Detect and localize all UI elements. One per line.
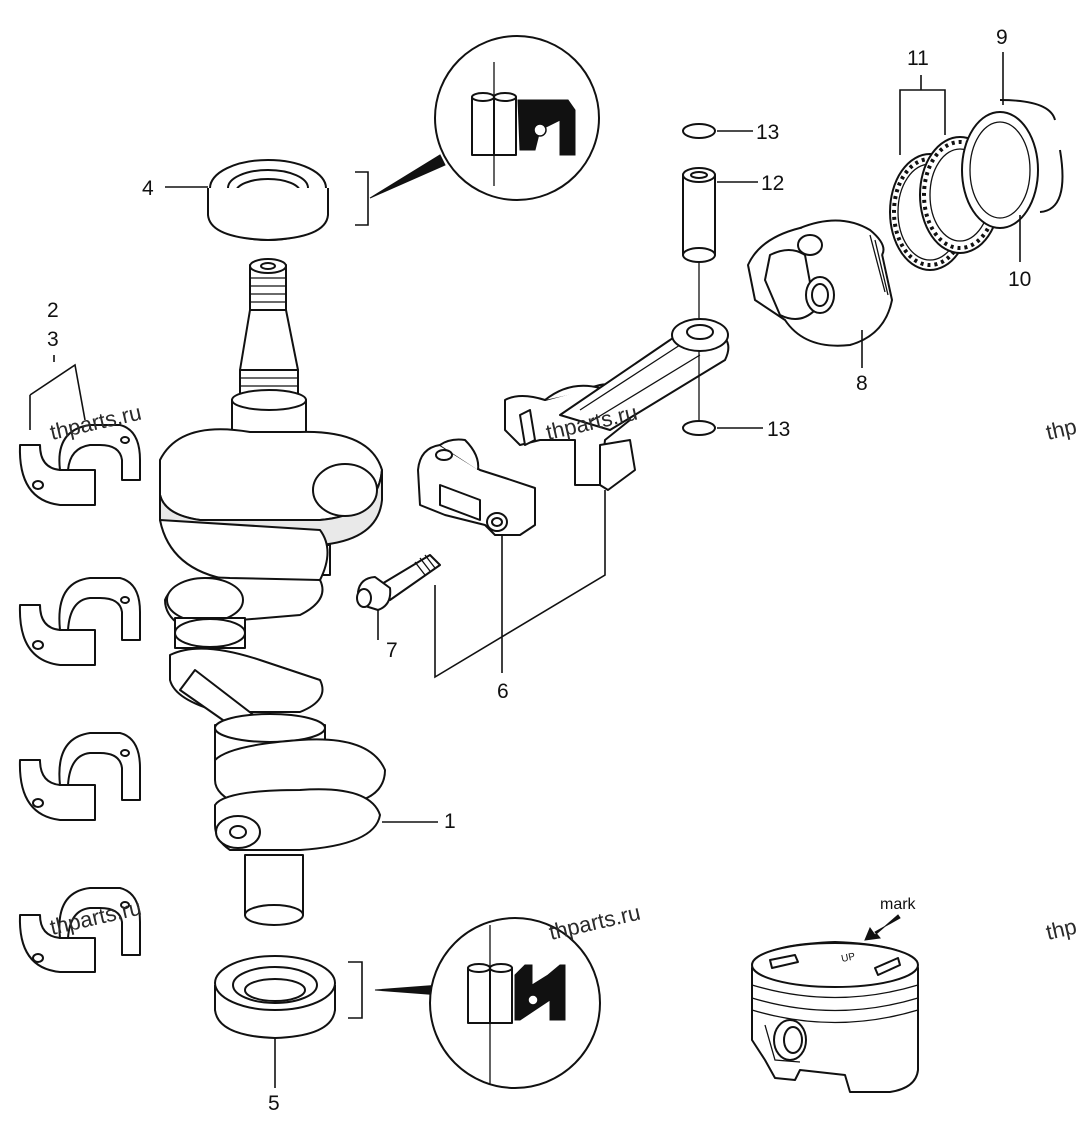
connecting-rod-bolt [356, 554, 441, 611]
callout-13-top: 13 [756, 121, 779, 144]
piston-ring-top [999, 99, 1064, 213]
leader-6 [434, 490, 606, 679]
piston-up-text: UP [840, 951, 856, 965]
callout-6: 6 [497, 680, 509, 703]
main-bearing-set-3 [18, 732, 141, 821]
callout-8: 8 [856, 372, 868, 395]
callout-4: 4 [142, 177, 154, 200]
pointer-4 [369, 154, 446, 199]
callout-1: 1 [444, 810, 456, 833]
watermark-4: thparts.ru [547, 900, 643, 945]
callout-12: 12 [761, 172, 784, 195]
piston-pin-clip-top [682, 123, 716, 139]
callout-13-bottom: 13 [767, 418, 790, 441]
crankshaft [159, 258, 386, 926]
callout-9: 9 [996, 26, 1008, 49]
seal-detail-circle-bottom [429, 917, 601, 1089]
piston-pin-clip-bottom [682, 420, 716, 436]
oil-seal-top [207, 159, 329, 241]
mark-arrow [864, 914, 901, 941]
callout-5: 5 [268, 1092, 280, 1115]
callout-7: 7 [386, 639, 398, 662]
watermark-6: thp [1044, 914, 1079, 945]
piston-mark-detail [751, 941, 919, 1093]
callout-10: 10 [1008, 268, 1031, 291]
callout-2: 2 [47, 299, 59, 322]
piston-pin [682, 167, 716, 263]
main-bearing-set-2 [18, 577, 141, 666]
main-bearing-set-1 [18, 424, 141, 506]
oil-seal-bottom [214, 955, 336, 1039]
piston [747, 219, 893, 347]
watermark-5: thp [1044, 414, 1079, 445]
leader-2-3 [29, 355, 86, 430]
bracket-5 [348, 961, 363, 1019]
callout-11: 11 [907, 47, 929, 70]
leader-11 [899, 75, 946, 155]
seal-detail-circle-top [434, 35, 600, 201]
bracket-4 [355, 171, 369, 226]
connecting-rod [504, 318, 730, 491]
piston-ring-oil [961, 111, 1039, 229]
main-bearing-set-4 [18, 887, 141, 973]
connecting-rod-cap [417, 438, 536, 536]
callout-3: 3 [47, 328, 59, 351]
mark-label: mark [880, 896, 917, 913]
